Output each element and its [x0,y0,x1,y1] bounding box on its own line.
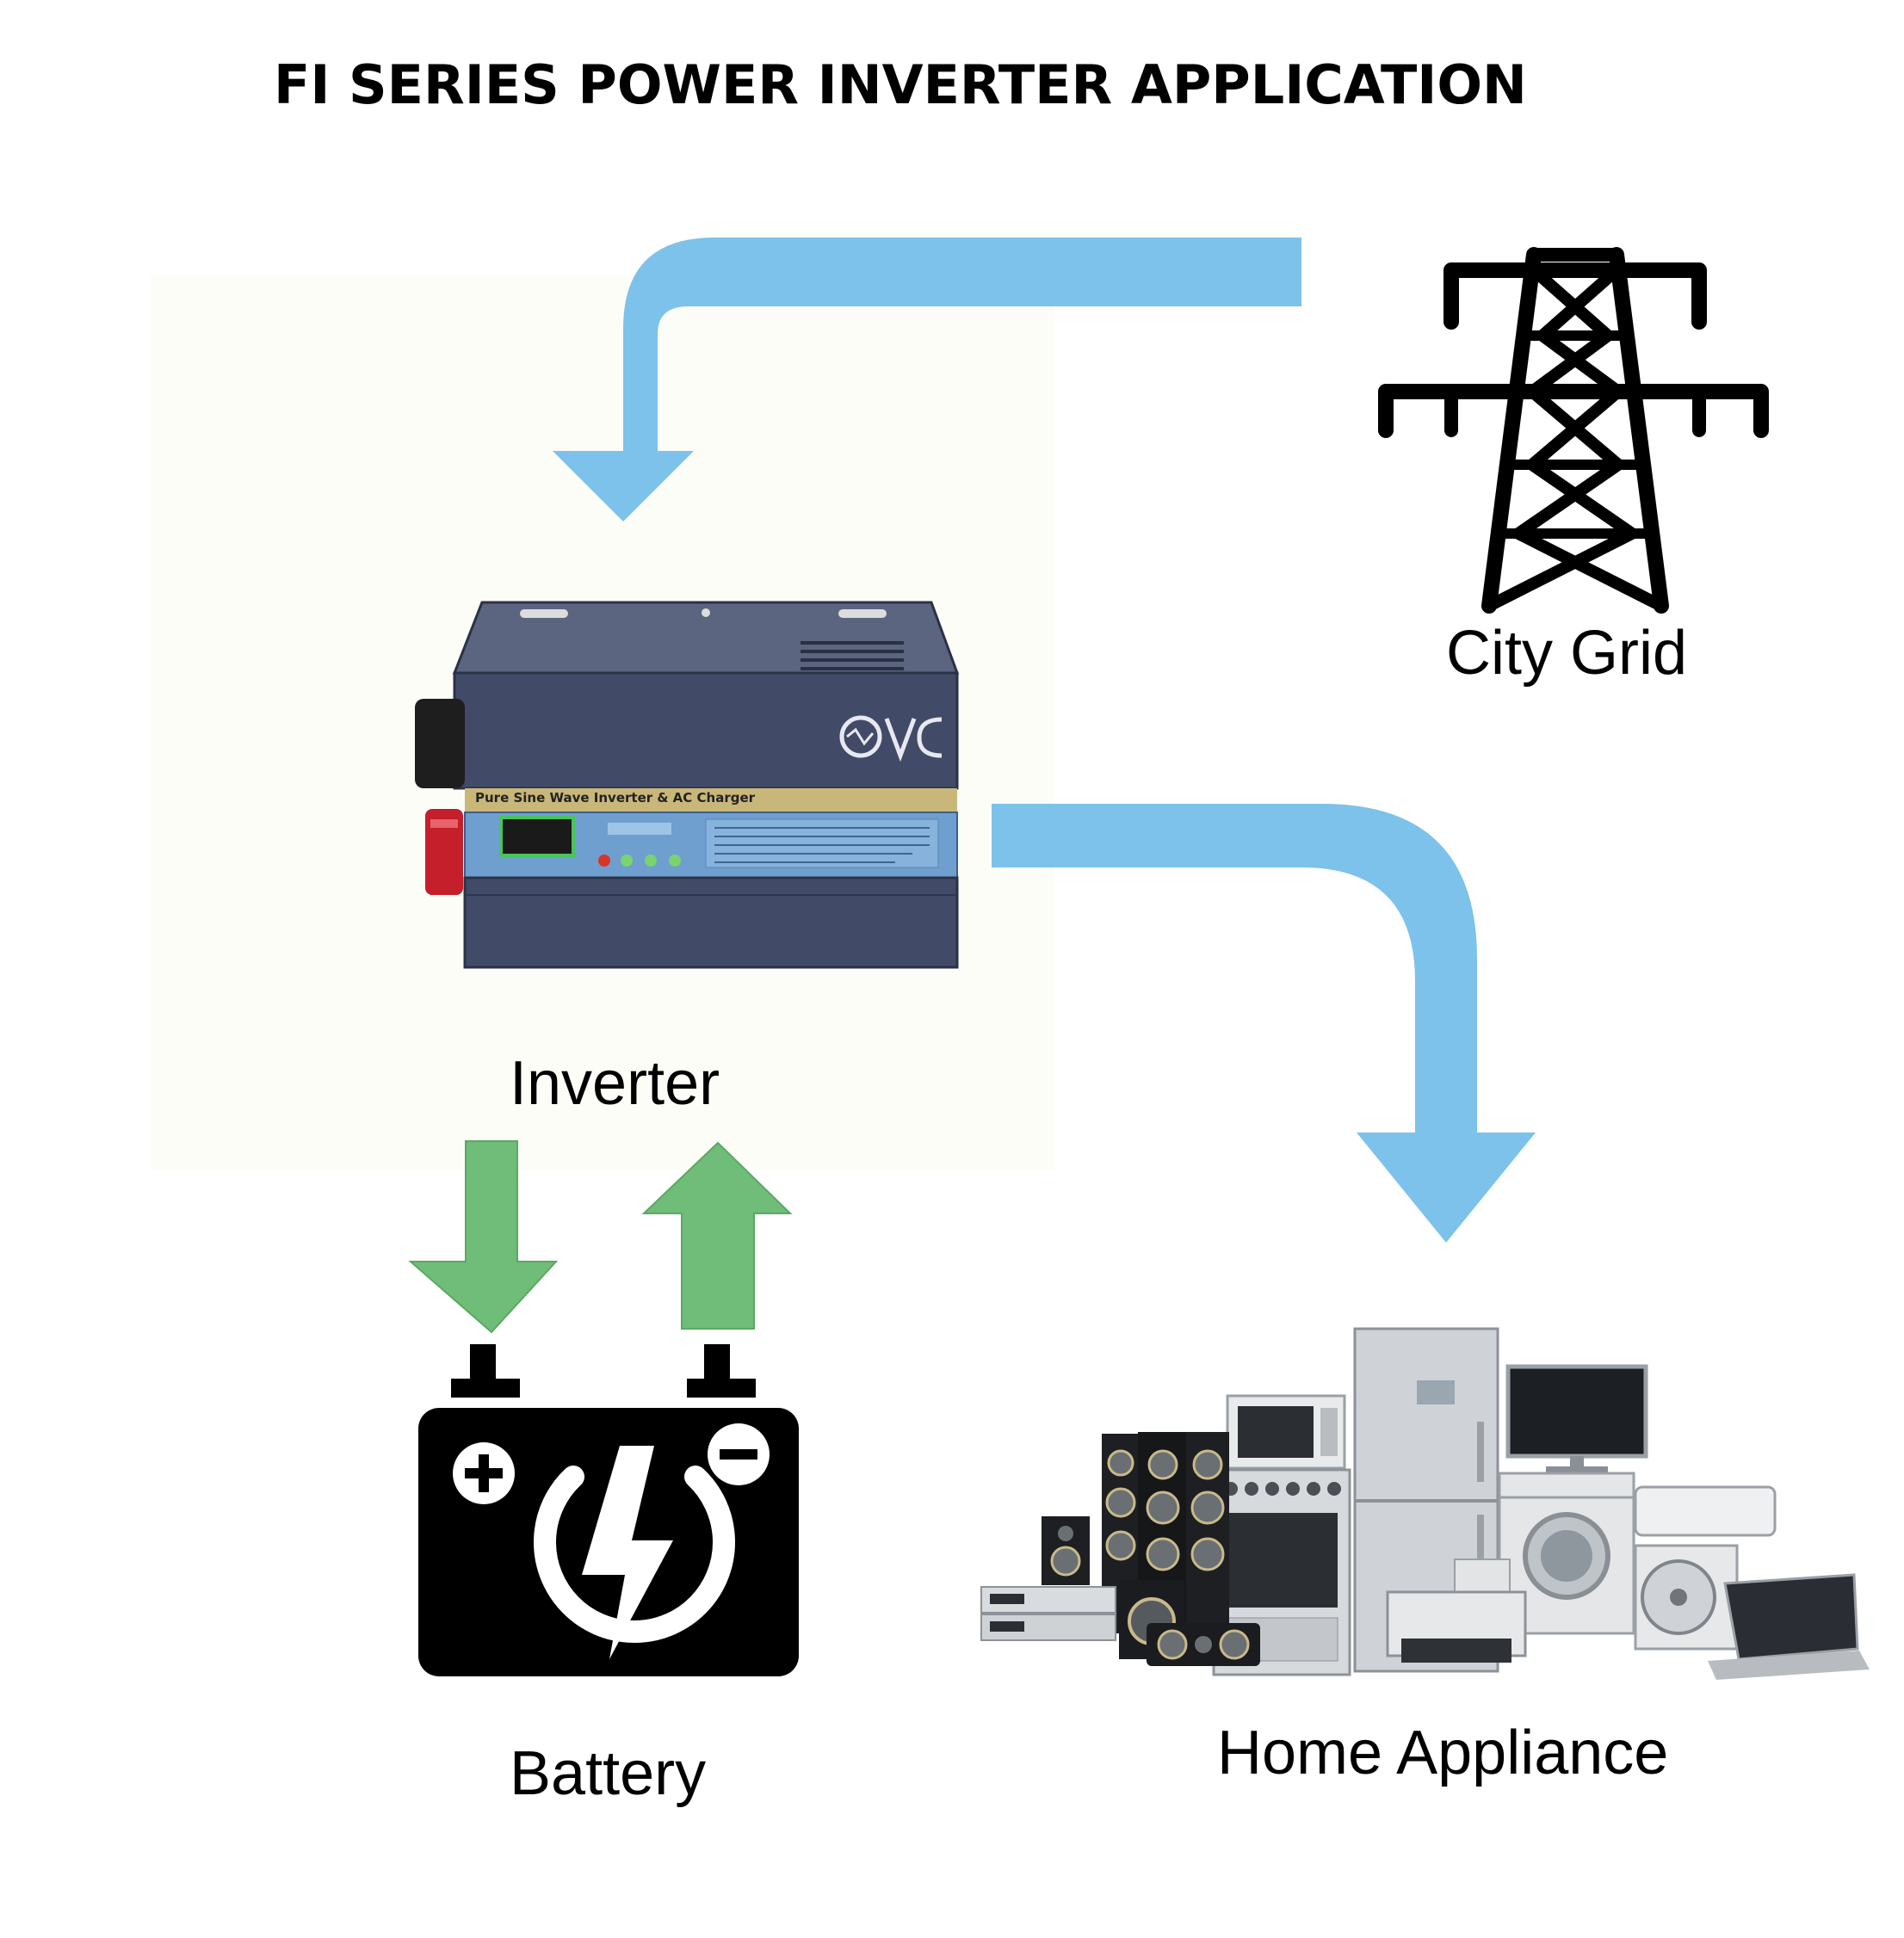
speaker-tower-right [1186,1432,1229,1657]
home-appliances-group [980,1327,1870,1680]
air-conditioner [1634,1485,1777,1537]
city-grid-label: City Grid [1446,619,1688,688]
printer [1386,1558,1527,1663]
inverter-panel-label: Pure Sine Wave Inverter & AC Charger [475,790,756,805]
inverter-device [415,601,960,969]
arrow-grid-to-inverter [553,238,1301,522]
av-receiver-stack [980,1586,1116,1641]
center-speaker [1147,1623,1260,1666]
television [1505,1364,1648,1473]
laptop [1708,1573,1870,1680]
diagram-title: FI SERIES POWER INVERTER APPLICATION [274,53,1527,116]
battery-power-icon [534,1466,735,1643]
battery-icon [418,1344,799,1676]
lightning-bolt-icon [582,1446,673,1659]
battery-label: Battery [510,1739,707,1808]
bookshelf-speaker [1042,1516,1090,1585]
arrow-inverter-to-battery [408,1140,559,1334]
inverter-label: Inverter [510,1049,720,1118]
home-appliance-label: Home Appliance [1217,1719,1669,1787]
microwave [1226,1394,1346,1470]
arrow-inverter-to-home [992,804,1536,1243]
arrow-battery-to-inverter [641,1141,793,1330]
transmission-tower-icon [1378,247,1769,614]
inverter-logo [839,715,943,762]
ac-outdoor-unit [1634,1544,1739,1651]
washing-machine [1498,1472,1635,1635]
